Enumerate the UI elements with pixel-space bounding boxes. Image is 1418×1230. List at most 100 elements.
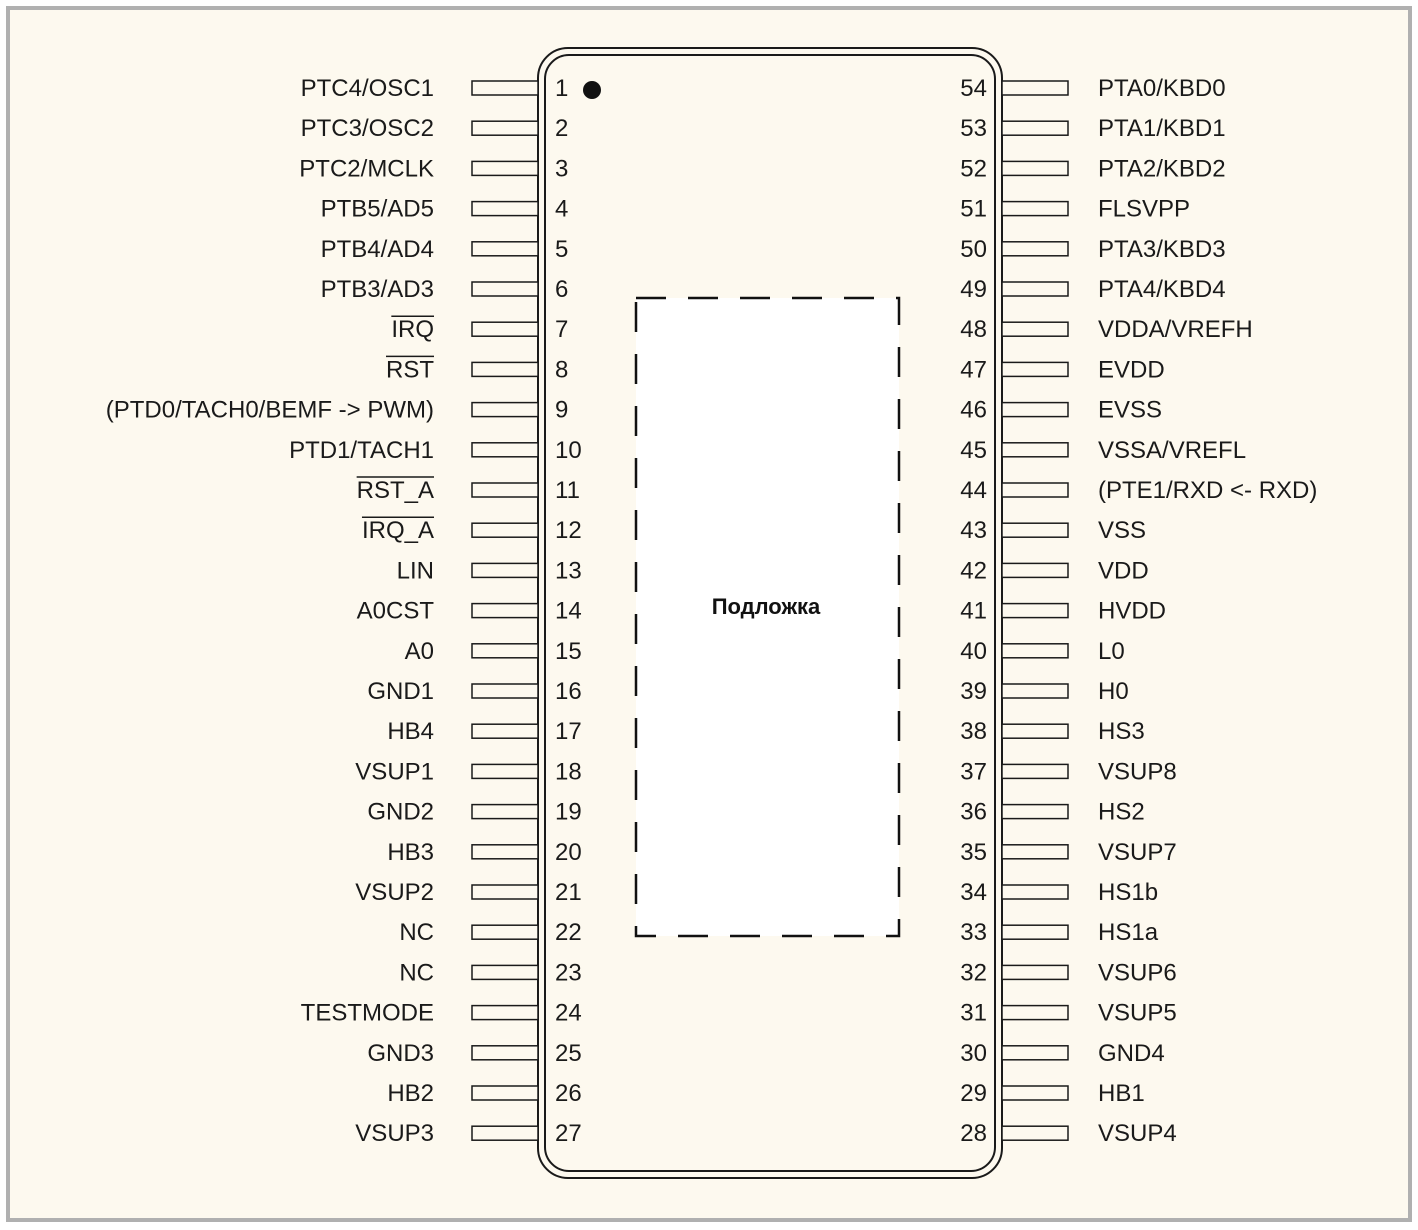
pin-number: 45	[960, 437, 987, 464]
pin-name: A0	[405, 638, 434, 665]
pin-44: 44(PTE1/RXD <- RXD)	[960, 477, 1317, 504]
pin-name: GND3	[367, 1040, 434, 1067]
pin-lead	[471, 562, 539, 579]
pin-lead	[471, 200, 539, 217]
pin-name: RST_A	[357, 477, 434, 504]
pin-number: 14	[555, 598, 582, 625]
pin-lead	[1001, 723, 1069, 739]
pin-number: 32	[960, 959, 987, 986]
pin-number: 50	[960, 236, 987, 263]
pin-lead	[471, 602, 539, 619]
pin-lead	[1001, 522, 1069, 538]
pin-number: 3	[555, 155, 568, 182]
pin-name: HB4	[387, 718, 434, 745]
pin-name: EVDD	[1098, 356, 1165, 383]
pin-number: 11	[555, 477, 580, 504]
pin-lead	[1001, 562, 1069, 579]
pin-lead	[471, 683, 539, 699]
pin-name: VSSA/VREFL	[1098, 437, 1246, 464]
pin-name: RST	[386, 356, 434, 383]
pin-number: 6	[555, 276, 568, 303]
pin-number: 1	[555, 75, 568, 102]
pin-number: 52	[960, 155, 987, 182]
pin-number: 35	[960, 839, 987, 866]
pin-name: NC	[399, 919, 434, 946]
pin-name: NC	[399, 959, 434, 986]
pin-lead	[471, 1004, 539, 1021]
pin-name: VSUP2	[355, 879, 434, 906]
pin-number: 44	[960, 477, 987, 504]
pin-45: 45 VSSA/VREFL	[960, 437, 1246, 464]
pin-number: 27	[555, 1120, 582, 1147]
pin-lead	[1001, 763, 1069, 780]
pin-name: PTB5/AD5	[321, 196, 434, 223]
pin-number: 5	[555, 236, 568, 263]
pin-number: 43	[960, 517, 987, 544]
pin-name: A0CST	[357, 598, 435, 625]
pin-lead	[1001, 844, 1069, 860]
pin-lead	[471, 361, 539, 378]
pin-number: 15	[555, 638, 582, 665]
pin-name: PTC2/MCLK	[299, 155, 434, 182]
pin-lead	[1001, 241, 1069, 257]
pin-lead	[1001, 924, 1069, 940]
pin-number: 31	[960, 1000, 987, 1027]
pin-number: 37	[960, 758, 987, 785]
pin-lead	[1001, 1085, 1069, 1101]
pin-name: HS3	[1098, 718, 1145, 745]
pin-lead	[1001, 80, 1069, 96]
pin-lead	[471, 964, 539, 981]
pin-name: H0	[1098, 678, 1129, 705]
substrate-pad	[634, 296, 901, 938]
pin-number: 41	[960, 598, 987, 625]
pin-name: EVSS	[1098, 397, 1162, 424]
pin-number: 4	[555, 196, 568, 223]
pin-number: 23	[555, 959, 582, 986]
pin-lead	[471, 763, 539, 780]
pin-lead	[471, 803, 539, 820]
pin-number: 53	[960, 115, 987, 142]
pin-name: LIN	[397, 557, 434, 584]
pin-number: 54	[960, 75, 987, 102]
pin-name: PTC3/OSC2	[301, 115, 434, 142]
pin-lead	[1001, 321, 1069, 337]
pin-name: PTA4/KBD4	[1098, 276, 1226, 303]
pin-lead	[471, 643, 539, 659]
pin-14: 14 A0CST	[357, 598, 582, 625]
pin-number: 17	[555, 718, 582, 745]
pin-name: HB3	[387, 839, 434, 866]
pin-number: 47	[960, 356, 987, 383]
pin-17: 17 HB4	[387, 718, 581, 745]
pin-lead	[1001, 482, 1069, 498]
pin-lead	[471, 924, 539, 940]
pin-number: 8	[555, 356, 568, 383]
pin-15: 15 A0	[405, 638, 582, 665]
pin-lead	[1001, 602, 1069, 619]
pin-name: PTD1/TACH1	[289, 437, 434, 464]
pin-lead	[1001, 401, 1069, 418]
pin-lead	[1001, 361, 1069, 378]
pin-lead	[1001, 884, 1069, 900]
pin-46: 46 EVSS	[960, 397, 1162, 424]
pin-number: 46	[960, 397, 987, 424]
pin-number: 38	[960, 718, 987, 745]
pin-name: PTA0/KBD0	[1098, 75, 1226, 102]
